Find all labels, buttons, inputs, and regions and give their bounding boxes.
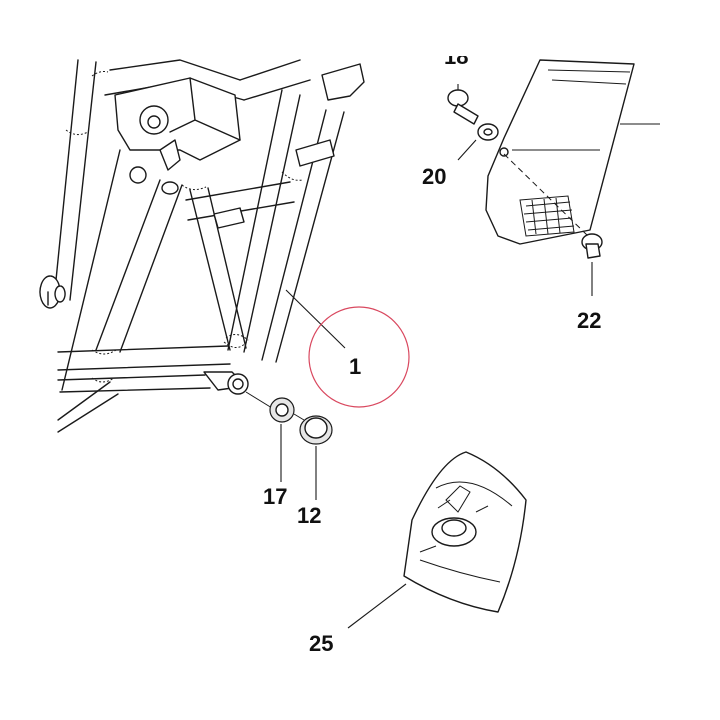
cover-part [403,451,527,613]
label-part-17: 17 [263,484,288,509]
panel-grip-texture [519,195,575,237]
leader-lines [280,84,593,629]
label-part-22: 22 [577,308,602,333]
label-part-18: 18 [444,44,469,69]
side-panel-assembly [447,59,660,259]
highlight-circle [308,306,410,408]
label-part-12: 12 [297,503,322,528]
label-part-1: 1 [349,354,362,379]
bushing-part [269,397,305,423]
label-part-20: 20 [422,164,447,189]
label-part-25: 25 [309,631,334,656]
frame-assembly [39,59,365,433]
cap-part [299,415,333,445]
